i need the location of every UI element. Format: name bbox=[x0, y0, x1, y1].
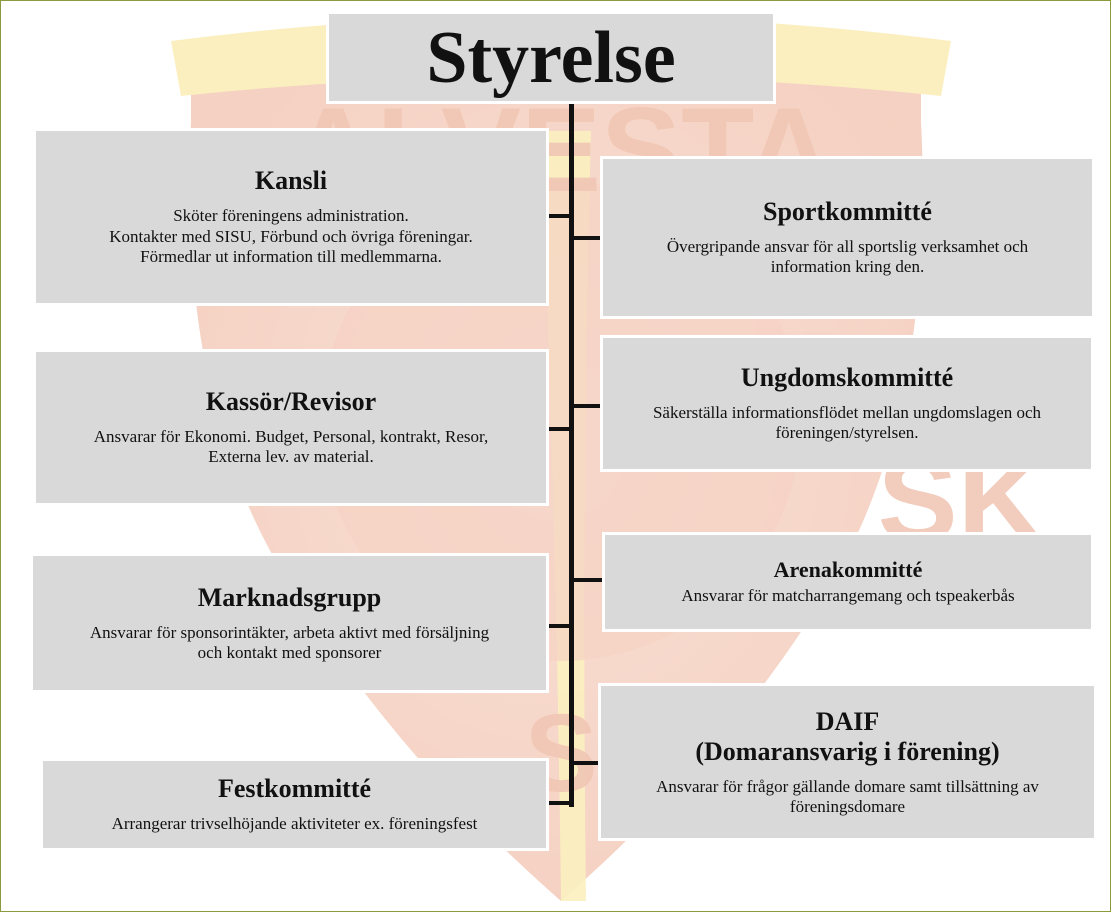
box-title: Ungdomskommitté bbox=[740, 363, 954, 393]
box-marknadsgrupp: Marknadsgrupp Ansvarar för sponsorintäkt… bbox=[30, 553, 549, 693]
connector-tick-marknadsgrupp bbox=[549, 624, 571, 628]
box-desc-line: Ansvarar för sponsorintäkter, arbeta akt… bbox=[89, 622, 490, 642]
box-title: Arenakommitté bbox=[773, 557, 923, 583]
board-title-box: Styrelse bbox=[326, 11, 776, 104]
box-daif: DAIF (Domaransvarig i förening) Ansvarar… bbox=[598, 683, 1097, 841]
box-desc-line: Sköter föreningens administration. bbox=[173, 206, 409, 226]
box-festkommitte: Festkommitté Arrangerar trivselhöjande a… bbox=[40, 758, 549, 851]
box-desc-line: Förmedlar ut information till medlemmarn… bbox=[140, 247, 442, 267]
connector-tick-kansli bbox=[549, 214, 571, 218]
box-title: Festkommitté bbox=[217, 774, 372, 804]
box-desc-line: och kontakt med sponsorer bbox=[197, 642, 382, 662]
box-title: Marknadsgrupp bbox=[197, 582, 382, 612]
box-title: Kassör/Revisor bbox=[205, 387, 377, 417]
connector-tick-arenakommitte bbox=[573, 578, 603, 582]
box-desc-line: Ansvarar för frågor gällande domare samt… bbox=[656, 776, 1039, 796]
box-ungdomskommitte: Ungdomskommitté Säkerställa informations… bbox=[600, 335, 1094, 472]
connector-spine bbox=[569, 104, 574, 807]
box-desc-line: föreningen/styrelsen. bbox=[775, 423, 919, 443]
box-kansli: Kansli Sköter föreningens administration… bbox=[33, 128, 549, 306]
box-arenakommitte: Arenakommitté Ansvarar för matcharrangem… bbox=[602, 532, 1094, 632]
connector-tick-sportkommitte bbox=[573, 236, 603, 240]
box-title-line: DAIF bbox=[815, 706, 880, 736]
box-desc-line: Kontakter med SISU, Förbund och övriga f… bbox=[109, 226, 473, 246]
box-desc-line: information kring den. bbox=[770, 257, 925, 277]
box-desc-line: Ansvarar för matcharrangemang och tspeak… bbox=[681, 586, 1015, 606]
box-desc-line: Arrangerar trivselhöjande aktiviteter ex… bbox=[111, 814, 478, 834]
box-title: Kansli bbox=[254, 166, 328, 196]
box-title: Sportkommitté bbox=[763, 197, 932, 227]
board-title: Styrelse bbox=[426, 16, 676, 99]
box-desc-line: Ansvarar för Ekonomi. Budget, Personal, … bbox=[93, 427, 489, 447]
connector-tick-ungdomskommitte bbox=[573, 404, 603, 408]
box-title-line: (Domaransvarig i förening) bbox=[695, 736, 1000, 766]
connector-tick-daif bbox=[573, 761, 603, 765]
box-kassor-revisor: Kassör/Revisor Ansvarar för Ekonomi. Bud… bbox=[33, 349, 549, 506]
box-sportkommitte: Sportkommitté Övergripande ansvar för al… bbox=[600, 156, 1095, 319]
box-desc-line: Externa lev. av material. bbox=[208, 447, 374, 467]
box-desc-line: föreningsdomare bbox=[789, 796, 906, 816]
connector-tick-festkommitte bbox=[549, 801, 571, 805]
box-desc-line: Övergripande ansvar för all sportslig ve… bbox=[666, 237, 1029, 257]
box-desc-line: Säkerställa informationsflödet mellan un… bbox=[652, 403, 1042, 423]
connector-tick-kassor bbox=[549, 427, 571, 431]
